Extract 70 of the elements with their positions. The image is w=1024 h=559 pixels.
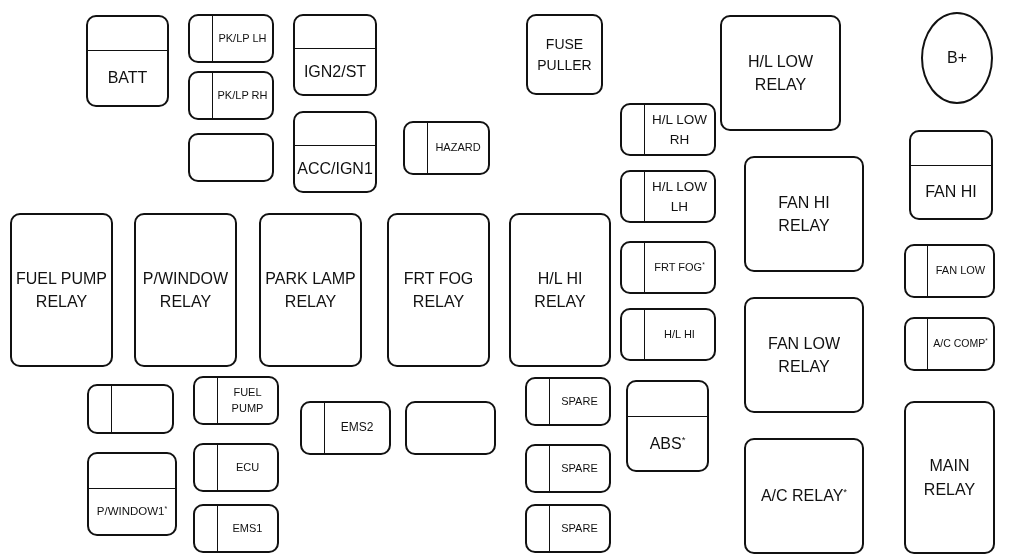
slot-label: FUEL PUMP	[230, 384, 265, 416]
slot-label: H/L LOW LH	[651, 177, 708, 216]
relay-slot	[904, 401, 995, 554]
relay-slot	[509, 213, 611, 367]
slot-label: FAN LOW RELAY	[767, 333, 841, 377]
slot-label: H/L HI	[664, 326, 695, 342]
relay-slot	[259, 213, 362, 367]
slot-label: FAN HI RELAY	[777, 192, 831, 236]
slot-label: FUEL PUMP RELAY	[16, 268, 107, 312]
slot-label: H/L LOW RH	[651, 110, 708, 149]
fuse-slot	[193, 443, 279, 492]
slot-label: HAZARD	[435, 140, 481, 156]
slot-label: FRT FOG RELAY	[402, 268, 475, 312]
fuse-slot	[525, 504, 611, 553]
fuse-slot	[620, 103, 716, 156]
fuse-slot	[620, 241, 716, 294]
slot-label: EMS1	[232, 520, 263, 536]
fuse-slot	[904, 317, 995, 371]
relay-slot	[134, 213, 237, 367]
empty-fuse-slot	[87, 384, 174, 434]
fuse-slot	[188, 14, 274, 63]
slot-label: PK/LP RH	[217, 87, 268, 103]
relay-slot	[10, 213, 113, 367]
slot-label: B+	[947, 48, 967, 69]
maxi-fuse-slot	[909, 130, 993, 220]
slot-label: P/WINDOW1$^{*}$	[96, 504, 168, 520]
slot-label: A/C RELAY$^{*}$	[760, 485, 848, 507]
fuse-slot	[620, 170, 716, 223]
relay-slot	[387, 213, 490, 367]
relay-slot	[720, 15, 841, 131]
fuse-slot	[403, 121, 490, 175]
slot-label: BATT	[107, 68, 148, 89]
slot-label: FRT FOG$^{*}$	[654, 259, 705, 275]
maxi-fuse-slot	[293, 14, 377, 96]
slot-label: ACC/IGN1	[297, 158, 373, 179]
slot-label: H/L LOW RELAY	[746, 51, 815, 95]
slot-label: H/L HI RELAY	[533, 268, 587, 312]
relay-slot	[526, 14, 603, 95]
slot-label: ECU	[235, 459, 260, 475]
slot-label: FAN HI	[925, 182, 977, 203]
relay-slot	[744, 156, 864, 272]
slot-label: PARK LAMP RELAY	[265, 268, 356, 312]
slot-label: PK/LP LH	[218, 30, 267, 46]
slot-label: SPARE	[561, 393, 598, 409]
fuse-slot	[193, 376, 279, 425]
slot-label: FAN LOW	[935, 263, 986, 279]
fuse-slot	[620, 308, 716, 361]
slot-label: P/WINDOW RELAY	[141, 268, 230, 312]
fuse-slot	[525, 377, 611, 426]
relay-slot	[744, 297, 864, 413]
relay-slot	[744, 438, 864, 554]
fuse-slot	[525, 444, 611, 493]
fuse-slot	[188, 71, 274, 120]
slot-label: MAIN RELAY	[922, 456, 977, 500]
fuse-slot	[904, 244, 995, 298]
fuse-slot	[300, 401, 391, 455]
maxi-fuse-slot	[86, 15, 169, 107]
slot-label: SPARE	[561, 460, 598, 476]
slot-label: FUSE PULLER	[536, 35, 593, 75]
maxi-fuse-slot	[87, 452, 177, 536]
slot-label: EMS2	[340, 419, 374, 437]
empty-slot	[405, 401, 496, 455]
fuse-slot	[193, 504, 279, 553]
slot-label: IGN2/ST	[303, 61, 367, 82]
slot-label: ABS$^{*}$	[649, 433, 686, 454]
maxi-fuse-slot	[293, 111, 377, 193]
slot-label: A/C COMP$^{*}$	[933, 336, 988, 352]
slot-label: SPARE	[561, 520, 598, 536]
empty-slot	[188, 133, 274, 182]
maxi-fuse-slot	[626, 380, 709, 472]
